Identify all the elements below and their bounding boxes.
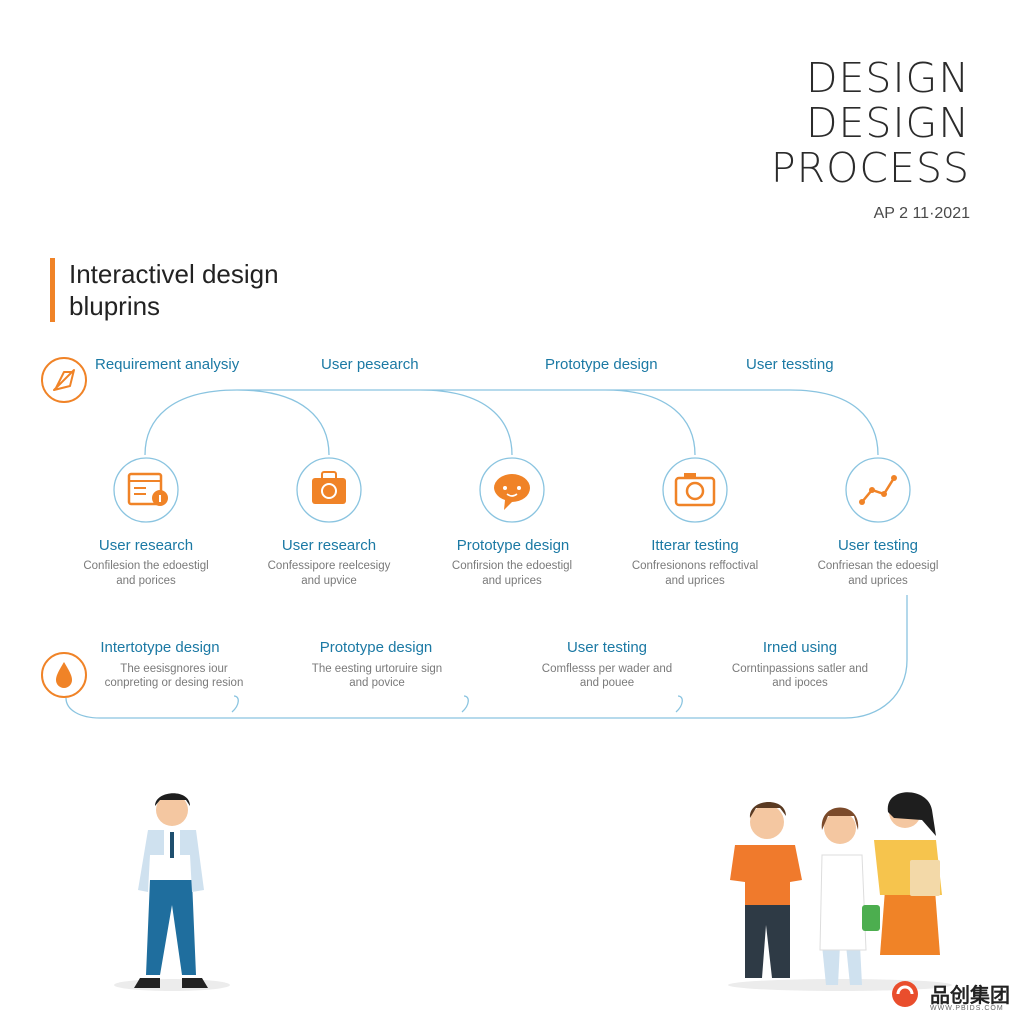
bottom-step-desc-3-line-2: and pouee [579, 677, 635, 689]
stage-label-2: User pesearch [321, 356, 419, 373]
bottom-step-title-3: User testing [566, 639, 648, 656]
mid-step-desc-5-line-1: Confriesan the edoesigl [817, 560, 939, 572]
subtitle: Interactivel design bluprins [50, 258, 279, 322]
stage-label-3: Prototype design [545, 356, 658, 373]
mid-step-desc-2-line-2: and upvice [301, 575, 357, 587]
bottom-step-desc-3-line-1: Comflesss per wader and [541, 663, 673, 675]
title-line-2: DESIGN [805, 99, 970, 147]
bottom-step-desc-1-line-1: The eesisgnores iour [120, 663, 228, 675]
mid-step-desc-4-line-1: Confresionons reffoctival [631, 560, 759, 572]
man-illustration [114, 793, 230, 991]
subtitle-line-1: Interactivel design [69, 259, 279, 289]
mid-step-desc-3-line-2: and uprices [482, 575, 542, 587]
title-block: DESIGN DESIGN PROCESS AP 2 11·2021 [771, 56, 970, 223]
bottom-step-desc-2-line-1: The eesting urtoruire sign [311, 663, 443, 675]
mid-step-title-4: Itterar testing [651, 537, 739, 554]
mid-step-desc-4: Confresionons reffoctival and uprices [605, 559, 785, 589]
mid-step-desc-1-line-1: Confilesion the edoestigl [83, 560, 209, 572]
mid-step-desc-5-line-2: and uprices [848, 575, 908, 587]
flow-curl-3 [675, 695, 683, 713]
chart-line-icon [845, 457, 911, 523]
mid-step-desc-5: Confriesan the edoesigl and uprices [788, 559, 968, 589]
mid-step-title-3: Prototype design [456, 537, 570, 554]
bottom-step-desc-2-line-2: and povice [349, 677, 405, 689]
document-info-icon [113, 457, 179, 523]
mid-step-title-2: User research [281, 537, 377, 554]
title-line-3: PROCESS [770, 144, 970, 192]
camera-bag-icon [296, 457, 362, 523]
flow-line-right [65, 595, 908, 719]
title-line-1: DESIGN [805, 54, 970, 102]
mid-step-desc-2: Confessipore reelcesigy and upvice [239, 559, 419, 589]
mid-step-desc-3-line-1: Confirsion the edoestigl [451, 560, 573, 572]
drop-badge [41, 652, 87, 698]
watermark-url: WWW.PBIDS.COM [930, 1005, 1004, 1012]
mid-step-desc-3: Confirsion the edoestigl and uprices [422, 559, 602, 589]
bottom-step-desc-4-line-1: Corntinpassions satler and [731, 663, 869, 675]
bottom-step-desc-4-line-2: and ipoces [772, 677, 828, 689]
bottom-step-desc-1-line-2: conpreting or desing resion [104, 677, 244, 689]
mid-step-desc-2-line-1: Confessipore reelcesigy [267, 560, 391, 572]
bottom-step-desc-1: The eesisgnores iour conpreting or desin… [74, 662, 274, 690]
camera-icon [662, 457, 728, 523]
stage-label-4: User tessting [746, 356, 834, 373]
mid-step-desc-1: Confilesion the edoestigl and porices [56, 559, 236, 589]
subtitle-line-2: bluprins [69, 291, 161, 321]
chat-bubble-icon [479, 457, 545, 523]
bottom-step-title-2: Prototype design [319, 639, 433, 656]
watermark-text: 品创集团 [930, 985, 1010, 1007]
watermark: 品创集团 WWW.PBIDS.COM [896, 985, 1010, 1012]
bottom-step-title-1: Intertotype design [100, 639, 220, 656]
stage-label-1: Requirement analysiy [95, 356, 240, 373]
date-label: AP 2 11·2021 [873, 205, 970, 222]
bottom-step-desc-2: The eesting urtoruire sign and povice [277, 662, 477, 690]
flow-curl-2 [461, 695, 469, 713]
mid-step-desc-4-line-2: and uprices [665, 575, 725, 587]
watermark-text-block: 品创集团 WWW.PBIDS.COM [930, 985, 1010, 1012]
mid-step-title-1: User research [98, 537, 194, 554]
flow-curl-1 [231, 695, 239, 713]
bottom-step-desc-4: Corntinpassions satler and and ipoces [700, 662, 900, 690]
mid-step-desc-1-line-2: and porices [116, 575, 176, 587]
flow-line-top [144, 389, 879, 456]
mid-step-title-5: User testing [837, 537, 919, 554]
bottom-step-desc-3: Comflesss per wader and and pouee [507, 662, 707, 690]
bottom-step-title-4: Irned using [762, 639, 838, 656]
rocket-badge [41, 357, 87, 403]
group-illustration [728, 792, 952, 991]
watermark-logo-icon [892, 981, 918, 1007]
